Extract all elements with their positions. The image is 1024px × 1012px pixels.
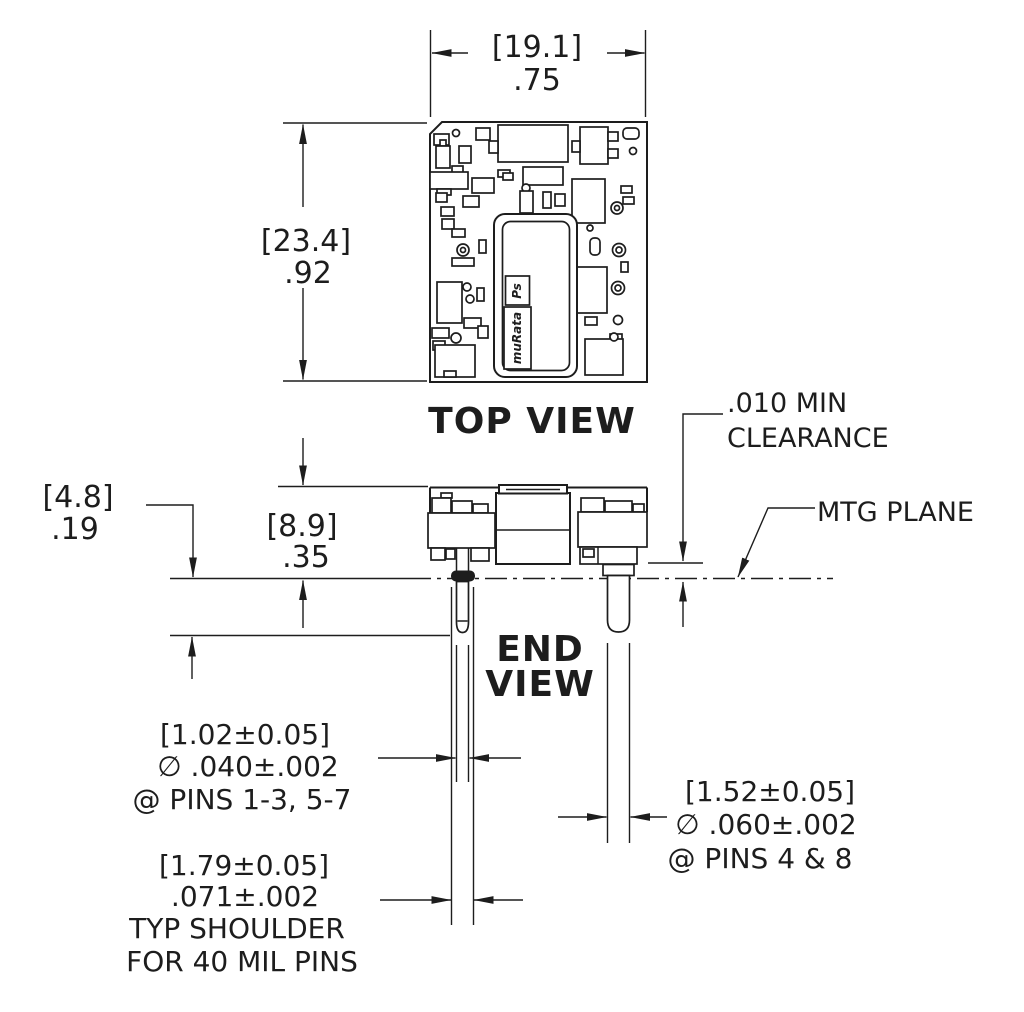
clearance-note-line2: CLEARANCE — [727, 423, 889, 454]
dim-pin-dia-large: [1.52±0.05] ∅ .060±.002 @ PINS 4 & 8 — [558, 643, 857, 875]
top-view-label: TOP VIEW — [428, 401, 636, 442]
shoulder-metric: [1.79±0.05] — [159, 849, 329, 882]
dim-width-metric: [19.1] — [492, 30, 582, 65]
dim-pin-shoulder: [1.79±0.05] .071±.002 TYP SHOULDER FOR 4… — [126, 587, 523, 978]
pcb-components — [429, 124, 640, 378]
end-view-center-block — [495, 484, 571, 565]
clearance-note-line1: .010 MIN — [727, 388, 847, 419]
dim-body-height-metric: [8.9] — [266, 509, 337, 544]
shoulder-imperial: .071±.002 — [171, 880, 319, 913]
pin-shoulder-collar — [451, 570, 475, 582]
pin-large-imperial: ∅ .060±.002 — [675, 808, 856, 841]
pin-large-metric: [1.52±0.05] — [685, 775, 855, 808]
dim-body-height-imperial: .35 — [282, 540, 330, 575]
dim-board-width: [19.1] .75 — [429, 30, 647, 117]
dim-pin-dia-small: [1.02±0.05] ∅ .040±.002 @ PINS 1-3, 5-7 — [133, 645, 521, 816]
dim-body-height: [8.9] .35 — [266, 438, 428, 628]
shoulder-note1: TYP SHOULDER — [128, 912, 345, 945]
top-view-board: Ps muRata — [429, 121, 648, 383]
end-view-label-line2: VIEW — [485, 664, 595, 705]
end-view-right-cluster — [577, 497, 648, 565]
murata-ps-logo-text: Ps — [510, 283, 524, 299]
mounting-plane-line — [170, 577, 833, 637]
transformer-block: Ps muRata — [493, 213, 578, 378]
pin-small-metric: [1.02±0.05] — [160, 718, 330, 751]
end-view-body — [427, 484, 703, 634]
end-view-left-cluster — [427, 492, 496, 562]
note-mtg-plane: MTG PLANE — [737, 497, 974, 578]
shoulder-note2: FOR 40 MIL PINS — [126, 945, 358, 978]
logo-box-brand — [503, 306, 532, 370]
dim-height-imperial: .92 — [284, 256, 332, 291]
dim-width-imperial: .75 — [513, 63, 561, 98]
logo-box-ps — [504, 275, 531, 306]
mtg-plane-label: MTG PLANE — [817, 497, 974, 528]
dim-board-height: [23.4] .92 — [261, 122, 427, 382]
note-clearance: .010 MIN CLEARANCE — [679, 388, 889, 627]
pin-large-note: @ PINS 4 & 8 — [668, 842, 853, 875]
dim-pin-protrusion: [4.8] .19 — [42, 480, 197, 679]
dim-protrusion-metric: [4.8] — [42, 480, 113, 515]
dim-protrusion-imperial: .19 — [51, 512, 99, 547]
pin-small-imperial: ∅ .040±.002 — [157, 750, 338, 783]
pin-small-note: @ PINS 1-3, 5-7 — [133, 783, 352, 816]
pin-left-40mil — [451, 548, 475, 634]
murata-logo-text: muRata — [510, 312, 524, 364]
dim-height-metric: [23.4] — [261, 224, 351, 259]
end-view-label-line1: END — [496, 629, 584, 670]
pin-right-60mil — [602, 563, 635, 633]
